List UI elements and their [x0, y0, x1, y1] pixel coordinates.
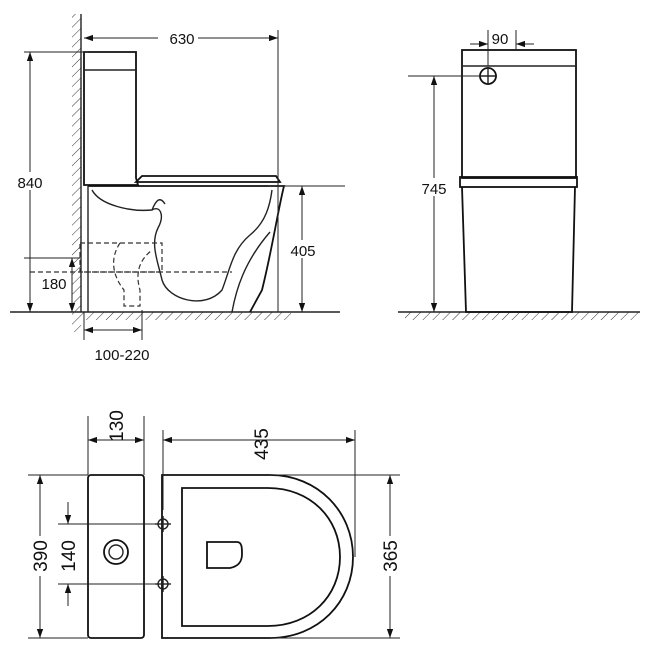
label-90: 90 — [492, 31, 509, 48]
label-180: 180 — [41, 276, 66, 293]
flush-button-outer — [103, 539, 129, 565]
bowl-top-outer — [161, 474, 354, 639]
outlet-dashed-horizontal — [79, 242, 163, 273]
label-405: 405 — [290, 243, 315, 260]
seat-front — [459, 176, 578, 188]
bowl-outer-side — [88, 185, 286, 313]
label-390: 390 — [31, 540, 52, 572]
pedestal-front — [231, 231, 271, 313]
side-view: 630 840 180 405 100-220 — [10, 14, 345, 364]
flush-button-inner — [108, 544, 124, 560]
front-view: 90 745 — [398, 30, 640, 320]
cistern-top — [87, 474, 145, 639]
top-view: 130 435 390 140 365 — [28, 410, 402, 639]
bowl-front — [461, 186, 576, 313]
label-100-220: 100-220 — [94, 347, 149, 364]
trapway-side — [91, 189, 273, 302]
label-140: 140 — [59, 540, 80, 572]
seat-top — [181, 487, 341, 627]
label-840: 840 — [17, 175, 42, 192]
label-745: 745 — [421, 181, 446, 198]
label-630: 630 — [169, 31, 194, 48]
bowl-opening-top — [206, 541, 243, 569]
seat-side — [133, 175, 282, 183]
wall-hatch — [72, 14, 81, 332]
label-130: 130 — [107, 410, 128, 442]
cistern-side — [83, 51, 140, 186]
outlet-dashed-vertical — [113, 242, 153, 307]
floor-hatch-front — [405, 312, 640, 320]
cistern-front — [461, 49, 577, 179]
label-365: 365 — [381, 540, 402, 572]
floor-hatch-side — [81, 312, 291, 320]
label-435: 435 — [252, 428, 273, 460]
